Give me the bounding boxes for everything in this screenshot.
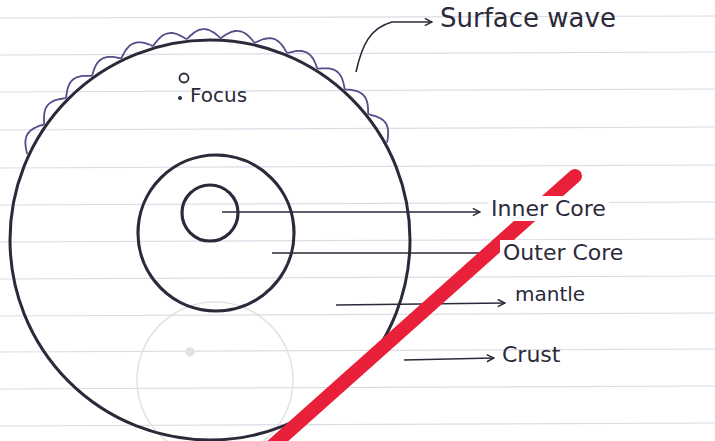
part-label: Focus [190,84,247,107]
inner-core-outline [182,185,238,241]
leader-line [404,358,494,360]
show-through [137,302,293,441]
part-label: Surface wave [440,4,616,34]
leader-line [222,211,480,213]
part-label: mantle [515,283,585,306]
part-label: Crust [502,342,560,367]
focus-point [180,74,189,83]
focus-dot [178,96,182,100]
leader-lines [222,22,505,360]
part-label: Inner Core [488,196,609,221]
part-label: Outer Core [500,240,626,265]
leader-line [272,252,490,254]
leader-line [356,22,432,72]
surface-wave [25,29,388,154]
outer-core-outline [138,155,294,311]
